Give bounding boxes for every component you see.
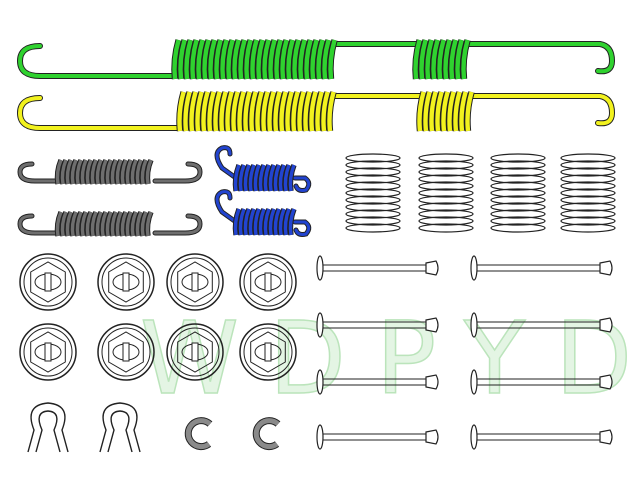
e-clip	[252, 417, 281, 451]
hold-down-cup	[97, 253, 155, 311]
hold-down-pin	[470, 369, 613, 395]
hold-down-cup	[166, 253, 224, 311]
gray-spring-2	[17, 210, 203, 237]
hold-down-pin	[316, 424, 439, 450]
compression-spring-2	[418, 153, 474, 233]
hold-down-pin	[316, 255, 439, 281]
blue-spring-2	[214, 189, 312, 237]
hold-down-cup	[239, 253, 297, 311]
u-clip	[27, 402, 69, 453]
e-clip	[184, 417, 213, 451]
hold-down-cup	[19, 323, 77, 381]
blue-spring-1	[214, 145, 312, 193]
yellow-long-spring	[16, 91, 616, 132]
hold-down-pin	[316, 312, 439, 338]
hold-down-cup	[97, 323, 155, 381]
green-long-spring	[16, 39, 616, 80]
hold-down-pin	[470, 424, 613, 450]
u-clip	[99, 402, 141, 453]
compression-spring-3	[490, 153, 546, 233]
compression-spring-1	[345, 153, 401, 233]
hold-down-cup	[19, 253, 77, 311]
hold-down-pin	[470, 312, 613, 338]
hold-down-cup	[239, 323, 297, 381]
hold-down-cup	[166, 323, 224, 381]
hold-down-pin	[316, 369, 439, 395]
hold-down-pin	[470, 255, 613, 281]
gray-spring-1	[17, 158, 203, 185]
compression-spring-4	[560, 153, 616, 233]
